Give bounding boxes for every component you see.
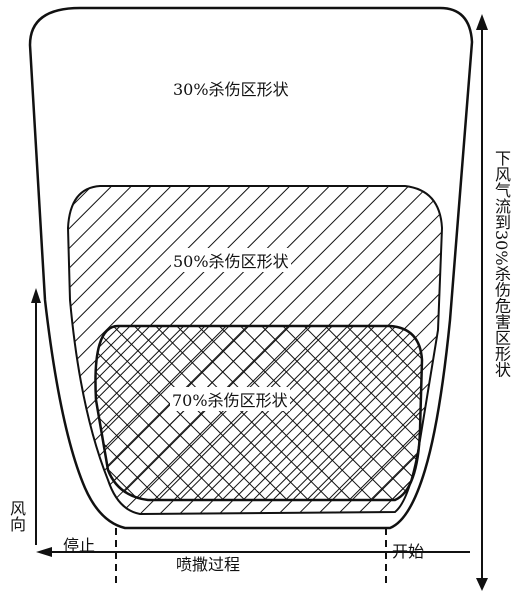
side-label: 下风气流到30%杀伤危害区形状 bbox=[492, 150, 511, 378]
zone-30-label: 30%杀伤区形状 bbox=[173, 80, 289, 99]
spray-process-label: 喷撒过程 bbox=[176, 555, 241, 574]
wind-direction-label: 风向 bbox=[7, 500, 26, 532]
start-label: 开始 bbox=[392, 542, 425, 561]
zone-50-label: 50%杀伤区形状 bbox=[171, 248, 291, 272]
stop-label: 停止 bbox=[63, 536, 96, 555]
zone-70-area bbox=[94, 324, 424, 502]
spray-arrow bbox=[36, 547, 470, 557]
downwind-arrow bbox=[476, 14, 488, 591]
wind-axis bbox=[31, 288, 41, 545]
zone-70-label: 70%杀伤区形状 bbox=[170, 387, 290, 411]
